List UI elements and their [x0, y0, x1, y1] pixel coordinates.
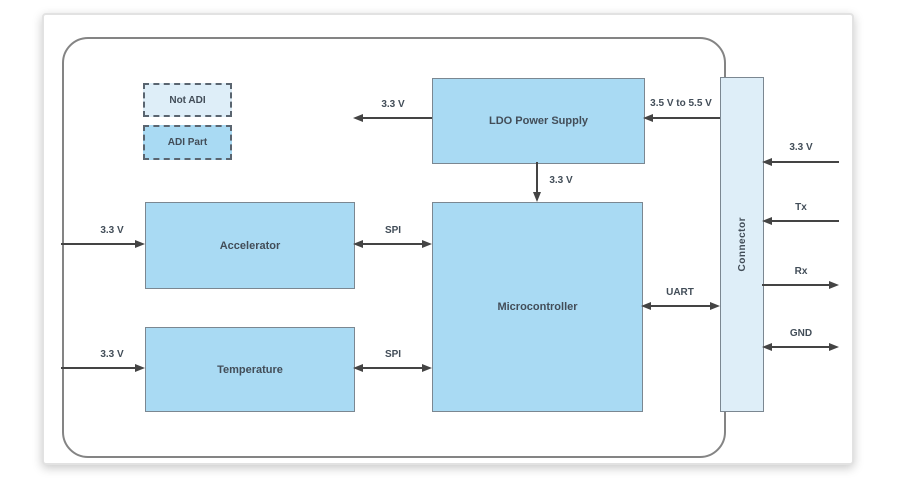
block-ldo-label: LDO Power Supply [488, 115, 588, 127]
arrow-temperature-supply-line [61, 367, 136, 369]
arrow-spi-temperature-right-head-icon [422, 364, 432, 372]
arrow-gnd-label: GND [789, 328, 813, 339]
arrow-temperature-supply-head-icon [135, 364, 145, 372]
arrow-uart-line [650, 305, 711, 307]
arrow-rx-label: Rx [794, 266, 808, 277]
arrow-gnd-left-head-icon [762, 343, 772, 351]
block-microcontroller: Microcontroller [432, 202, 643, 412]
legend-adi-part-label: ADI Part [167, 137, 208, 148]
arrow-ldo-input-label: 3.5 V to 5.5 V [650, 98, 712, 109]
block-microcontroller-label: Microcontroller [497, 301, 578, 313]
arrow-ldo-to-mcu-line [536, 162, 538, 193]
arrow-ldo-output-head-icon [353, 114, 363, 122]
arrow-spi-temperature-line [362, 367, 423, 369]
block-connector-label: Connector [736, 217, 748, 272]
arrow-uart-left-head-icon [641, 302, 651, 310]
arrow-spi-accelerator-left-head-icon [353, 240, 363, 248]
arrow-ldo-output-label: 3.3 V [381, 99, 405, 110]
arrow-connector-supply-line [771, 161, 839, 163]
legend-adi-part: ADI Part [143, 125, 232, 160]
arrow-uart-right-head-icon [710, 302, 720, 310]
arrow-spi-accelerator-label: SPI [384, 225, 402, 236]
arrow-tx-head-icon [762, 217, 772, 225]
arrow-temperature-supply-label: 3.3 V [100, 349, 124, 360]
arrow-ldo-input-line [652, 117, 720, 119]
arrow-accelerator-supply-label: 3.3 V [100, 225, 124, 236]
block-temperature-label: Temperature [217, 363, 283, 376]
arrow-tx-line [771, 220, 839, 222]
legend-not-adi: Not ADI [143, 83, 232, 117]
block-connector: Connector [720, 77, 764, 412]
arrow-uart-label: UART [666, 287, 694, 298]
block-temperature: Temperature [145, 327, 355, 412]
arrow-ldo-output-line [362, 117, 432, 119]
arrow-spi-accelerator-right-head-icon [422, 240, 432, 248]
block-ldo-power-supply: LDO Power Supply [432, 78, 645, 164]
arrow-ldo-to-mcu-head-icon [533, 192, 541, 202]
arrow-spi-temperature-left-head-icon [353, 364, 363, 372]
arrow-gnd-line [771, 346, 830, 348]
block-accelerator: Accelerator [145, 202, 355, 289]
arrow-accelerator-supply-head-icon [135, 240, 145, 248]
arrow-gnd-right-head-icon [829, 343, 839, 351]
arrow-tx-label: Tx [795, 202, 807, 213]
arrow-connector-supply-head-icon [762, 158, 772, 166]
arrow-spi-temperature-label: SPI [384, 349, 402, 360]
arrow-ldo-to-mcu-label: 3.3 V [549, 175, 573, 186]
arrow-connector-supply-label: 3.3 V [789, 142, 813, 153]
arrow-spi-accelerator-line [362, 243, 423, 245]
arrow-rx-line [762, 284, 830, 286]
arrow-accelerator-supply-line [61, 243, 136, 245]
legend-not-adi-label: Not ADI [169, 94, 206, 106]
arrow-rx-head-icon [829, 281, 839, 289]
block-accelerator-label: Accelerator [219, 239, 281, 252]
arrow-ldo-input-head-icon [643, 114, 653, 122]
